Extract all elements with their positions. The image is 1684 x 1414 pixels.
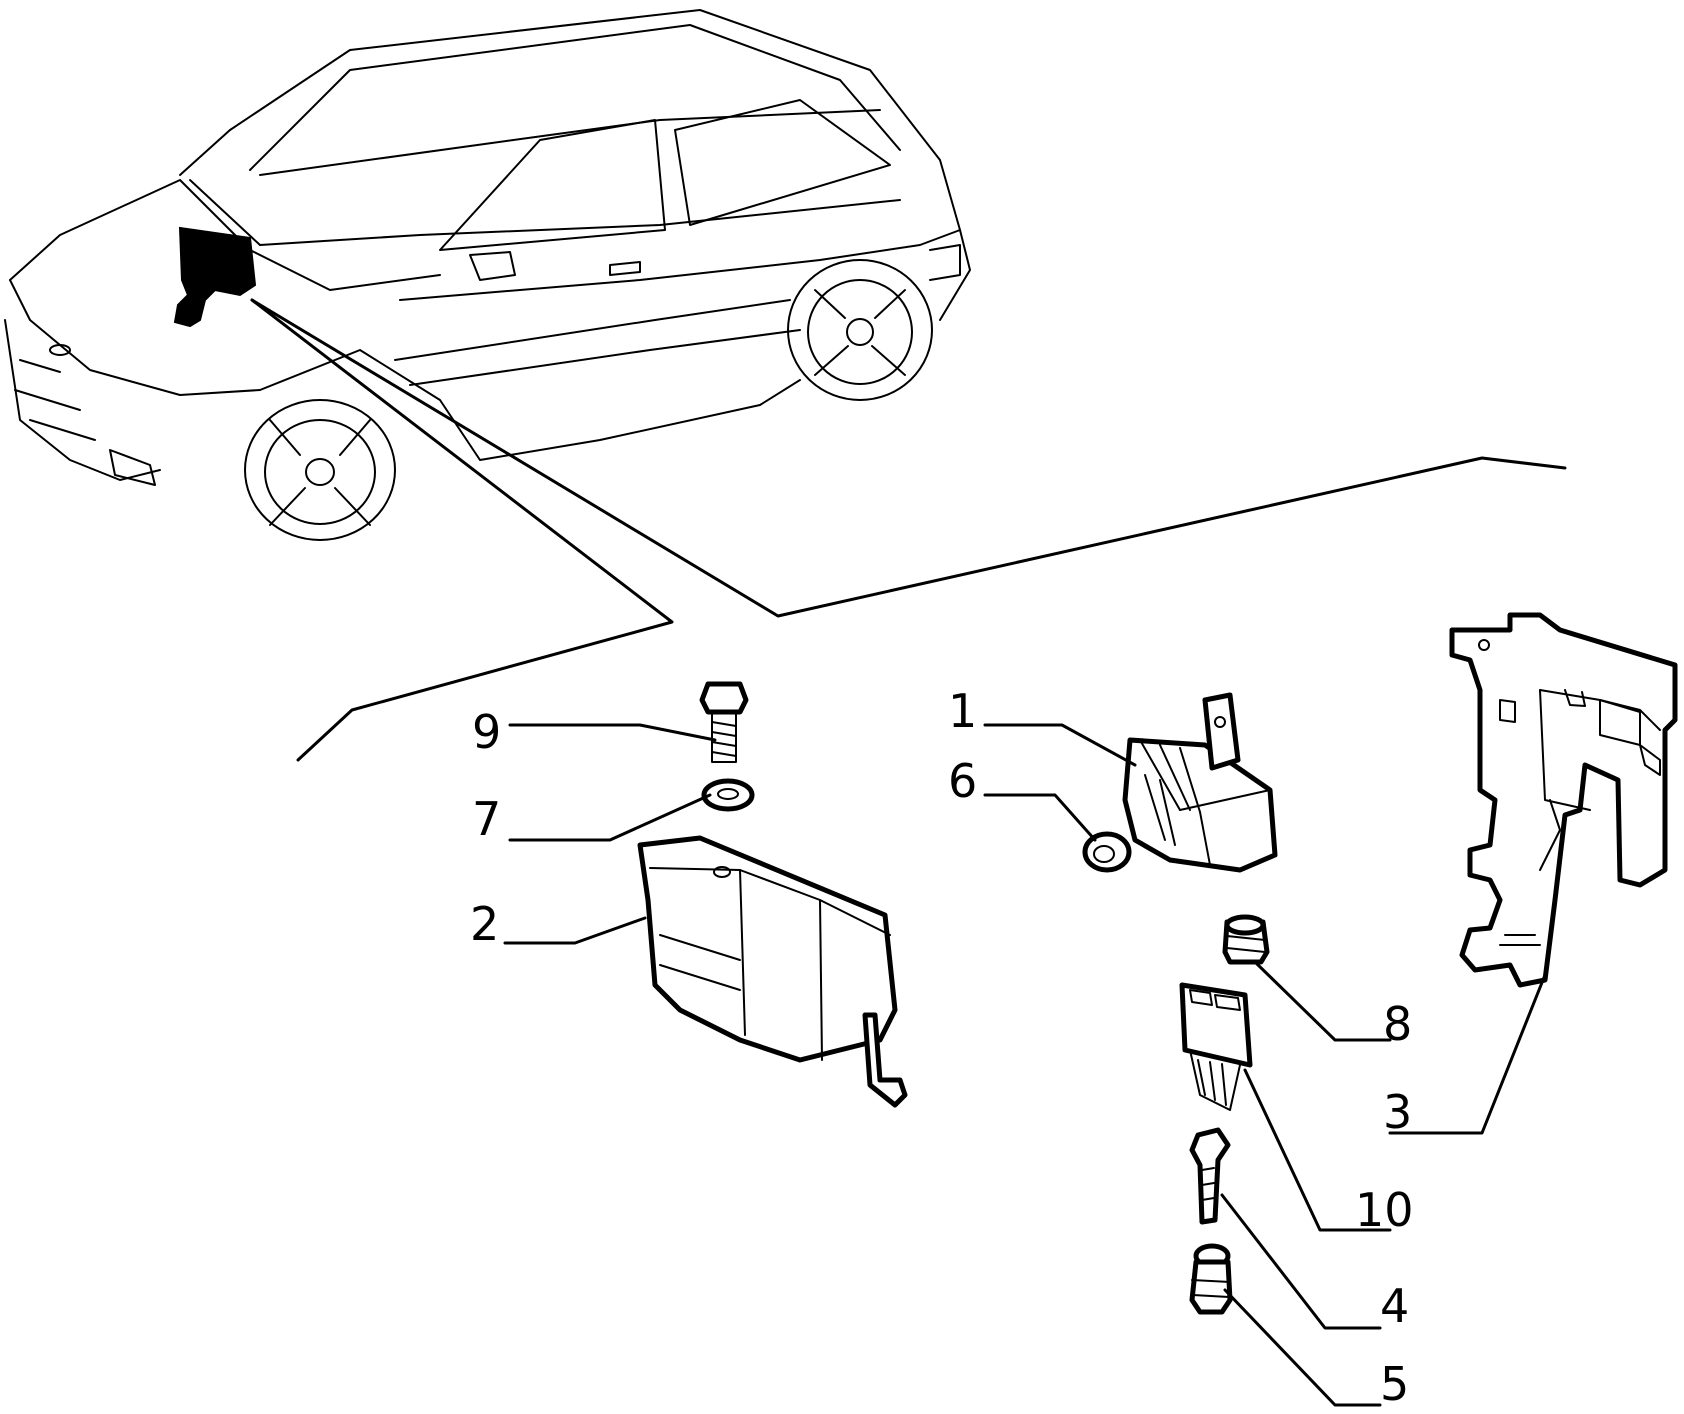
leader-lines — [503, 723, 1547, 1407]
car-illustration — [4, 9, 971, 541]
leader-6 — [983, 793, 1097, 842]
washer-part-7 — [701, 778, 755, 812]
leader-3 — [1388, 973, 1547, 1135]
terminal-part-4 — [1189, 1127, 1231, 1225]
cap-part-8 — [1222, 914, 1270, 965]
leader-5 — [1223, 1288, 1382, 1407]
label-part-7: 7 — [472, 792, 501, 846]
leader-4 — [1220, 1193, 1382, 1330]
label-part-3: 3 — [1383, 1085, 1412, 1139]
leader-2 — [503, 916, 647, 945]
part-labels: 9 7 2 1 6 8 3 10 4 5 — [470, 684, 1414, 1411]
label-part-8: 8 — [1383, 997, 1412, 1051]
connector-part-10 — [1179, 982, 1253, 1111]
callout-lines — [250, 298, 1567, 762]
bracket-part-3 — [1449, 612, 1678, 988]
leader-1 — [983, 723, 1137, 767]
label-part-6: 6 — [948, 754, 977, 808]
leader-8 — [1253, 960, 1392, 1042]
ecu-location-highlight — [173, 226, 257, 328]
label-part-4: 4 — [1380, 1279, 1409, 1333]
leader-9 — [508, 723, 717, 742]
label-part-10: 10 — [1355, 1183, 1414, 1237]
label-part-5: 5 — [1380, 1357, 1409, 1411]
bolt-part-9 — [699, 681, 749, 763]
leader-10 — [1243, 1068, 1392, 1232]
label-part-1: 1 — [948, 684, 977, 738]
grommet-part-6 — [1082, 831, 1132, 873]
label-part-2: 2 — [470, 897, 499, 951]
module-part-1 — [1122, 692, 1278, 873]
rear-wheel — [787, 259, 933, 401]
label-part-9: 9 — [472, 705, 501, 759]
front-wheel — [244, 399, 396, 541]
plug-part-5 — [1189, 1243, 1233, 1315]
leader-7 — [508, 793, 712, 842]
ecu-cover-part-2 — [637, 835, 908, 1108]
